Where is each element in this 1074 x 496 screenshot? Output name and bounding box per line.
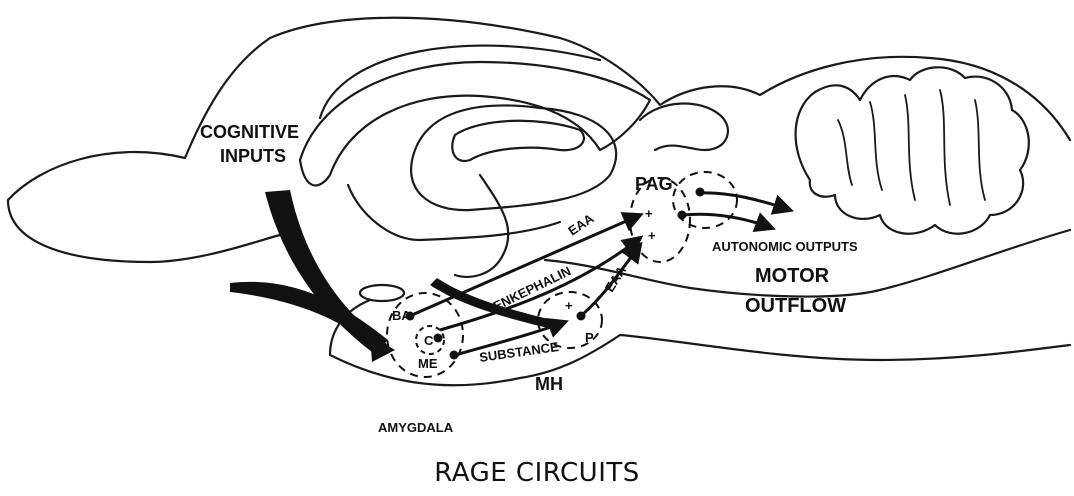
pag-label: PAG	[635, 174, 673, 194]
eaa-lower-label: EAA	[602, 263, 630, 295]
c-dot	[434, 334, 443, 343]
eaa-upper-label: EAA	[565, 210, 597, 238]
c-label: C	[424, 333, 434, 348]
cognitive-label-line2: INPUTS	[220, 146, 286, 166]
diagram-title: RAGE CIRCUITS	[0, 458, 1074, 488]
colliculus	[640, 104, 728, 150]
brain-outline-lower	[8, 200, 280, 262]
pag-dot-2	[678, 211, 687, 220]
pag-plus-sign-2: +	[648, 228, 656, 243]
cognitive-label-line1: COGNITIVE	[200, 122, 299, 142]
mh-label: MH	[535, 374, 563, 394]
substance-p-suffix: P	[585, 330, 594, 345]
brainstem-lower	[330, 335, 1070, 385]
cortex-fold	[320, 46, 600, 118]
small-ellipse	[360, 285, 404, 301]
hippocampus-outline	[452, 121, 584, 161]
ventricle-curve	[348, 185, 560, 240]
motor-output-arrow-1	[700, 193, 790, 210]
fornix-curve	[455, 175, 508, 277]
pag-dot-1	[696, 188, 705, 197]
pag-plus-sign-1: +	[645, 206, 653, 221]
mh-dot	[577, 312, 586, 321]
amygdala-label: AMYGDALA	[378, 420, 454, 435]
ba-label: BA	[392, 308, 411, 323]
me-dot	[450, 351, 459, 360]
autonomic-outputs-label: AUTONOMIC OUTPUTS	[712, 239, 858, 254]
pag-upper-circle	[673, 172, 737, 228]
substance-p-label: SUBSTANCE	[478, 339, 560, 365]
enkephalin-label: ENKEPHALIN	[491, 263, 574, 314]
me-label: ME	[418, 356, 438, 371]
cerebellum-folds	[838, 90, 985, 205]
motor-label: MOTOR	[755, 265, 830, 287]
mh-plus-sign: +	[565, 298, 573, 313]
outflow-label: OUTFLOW	[745, 295, 846, 317]
cerebellum	[796, 67, 1029, 233]
